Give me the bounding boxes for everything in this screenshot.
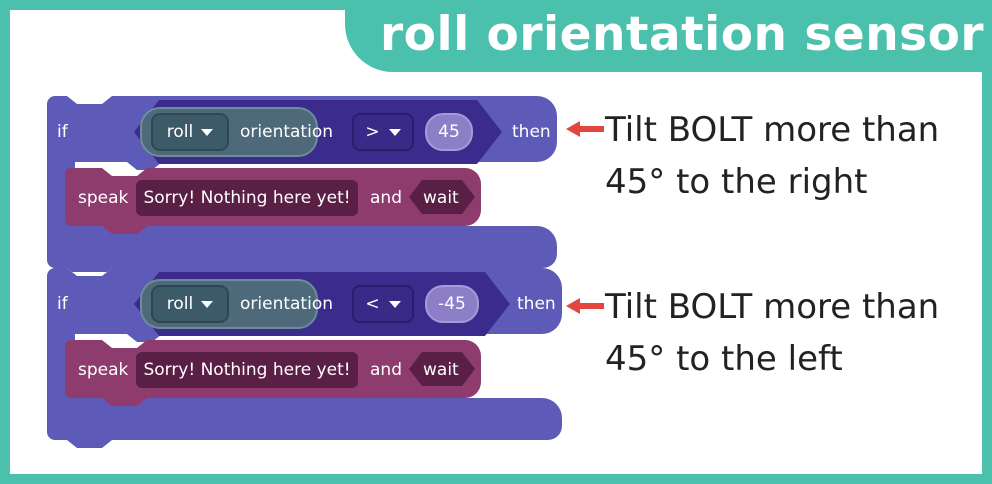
caret-down-icon [201, 300, 214, 308]
speak-label: speak [78, 188, 129, 208]
page-title: roll orientation sensor [380, 7, 985, 62]
operator-value: < [365, 294, 380, 314]
arrow-left-icon [566, 121, 604, 137]
title-tab [345, 0, 992, 72]
wait-toggle[interactable]: wait [423, 188, 459, 208]
note-line-2: 45° to the right [605, 162, 868, 202]
axis-dropdown[interactable]: roll [151, 285, 229, 323]
operator-value: > [365, 122, 380, 142]
and-label: and [370, 188, 402, 208]
value-input[interactable]: 45 [425, 113, 473, 151]
if-block-2[interactable]: if roll orientation < -45 then speak Sor… [47, 268, 562, 448]
if-label: if [57, 294, 68, 314]
caret-down-icon [201, 128, 214, 136]
value-input[interactable]: -45 [425, 285, 479, 323]
caret-down-icon [388, 128, 401, 136]
sensor-label: orientation [240, 294, 333, 314]
if-label: if [57, 122, 68, 142]
speak-message-input[interactable]: Sorry! Nothing here yet! [136, 180, 358, 216]
if-block-1[interactable]: if roll orientation > 45 then speak Sorr… [47, 96, 562, 272]
axis-dropdown[interactable]: roll [151, 113, 229, 151]
speak-message-input[interactable]: Sorry! Nothing here yet! [136, 352, 358, 388]
operator-dropdown[interactable]: < [352, 285, 414, 323]
wait-toggle[interactable]: wait [423, 360, 459, 380]
speak-label: speak [78, 360, 129, 380]
axis-value: roll [166, 294, 194, 314]
then-label: then [512, 122, 551, 142]
then-label: then [517, 294, 556, 314]
arrow-left-icon [566, 298, 604, 314]
and-label: and [370, 360, 402, 380]
operator-dropdown[interactable]: > [352, 113, 414, 151]
caret-down-icon [388, 300, 401, 308]
note-line-2: 45° to the left [605, 339, 843, 379]
sensor-label: orientation [240, 122, 333, 142]
axis-value: roll [166, 122, 194, 142]
note-line-1: Tilt BOLT more than [605, 287, 940, 327]
note-line-1: Tilt BOLT more than [605, 110, 940, 150]
